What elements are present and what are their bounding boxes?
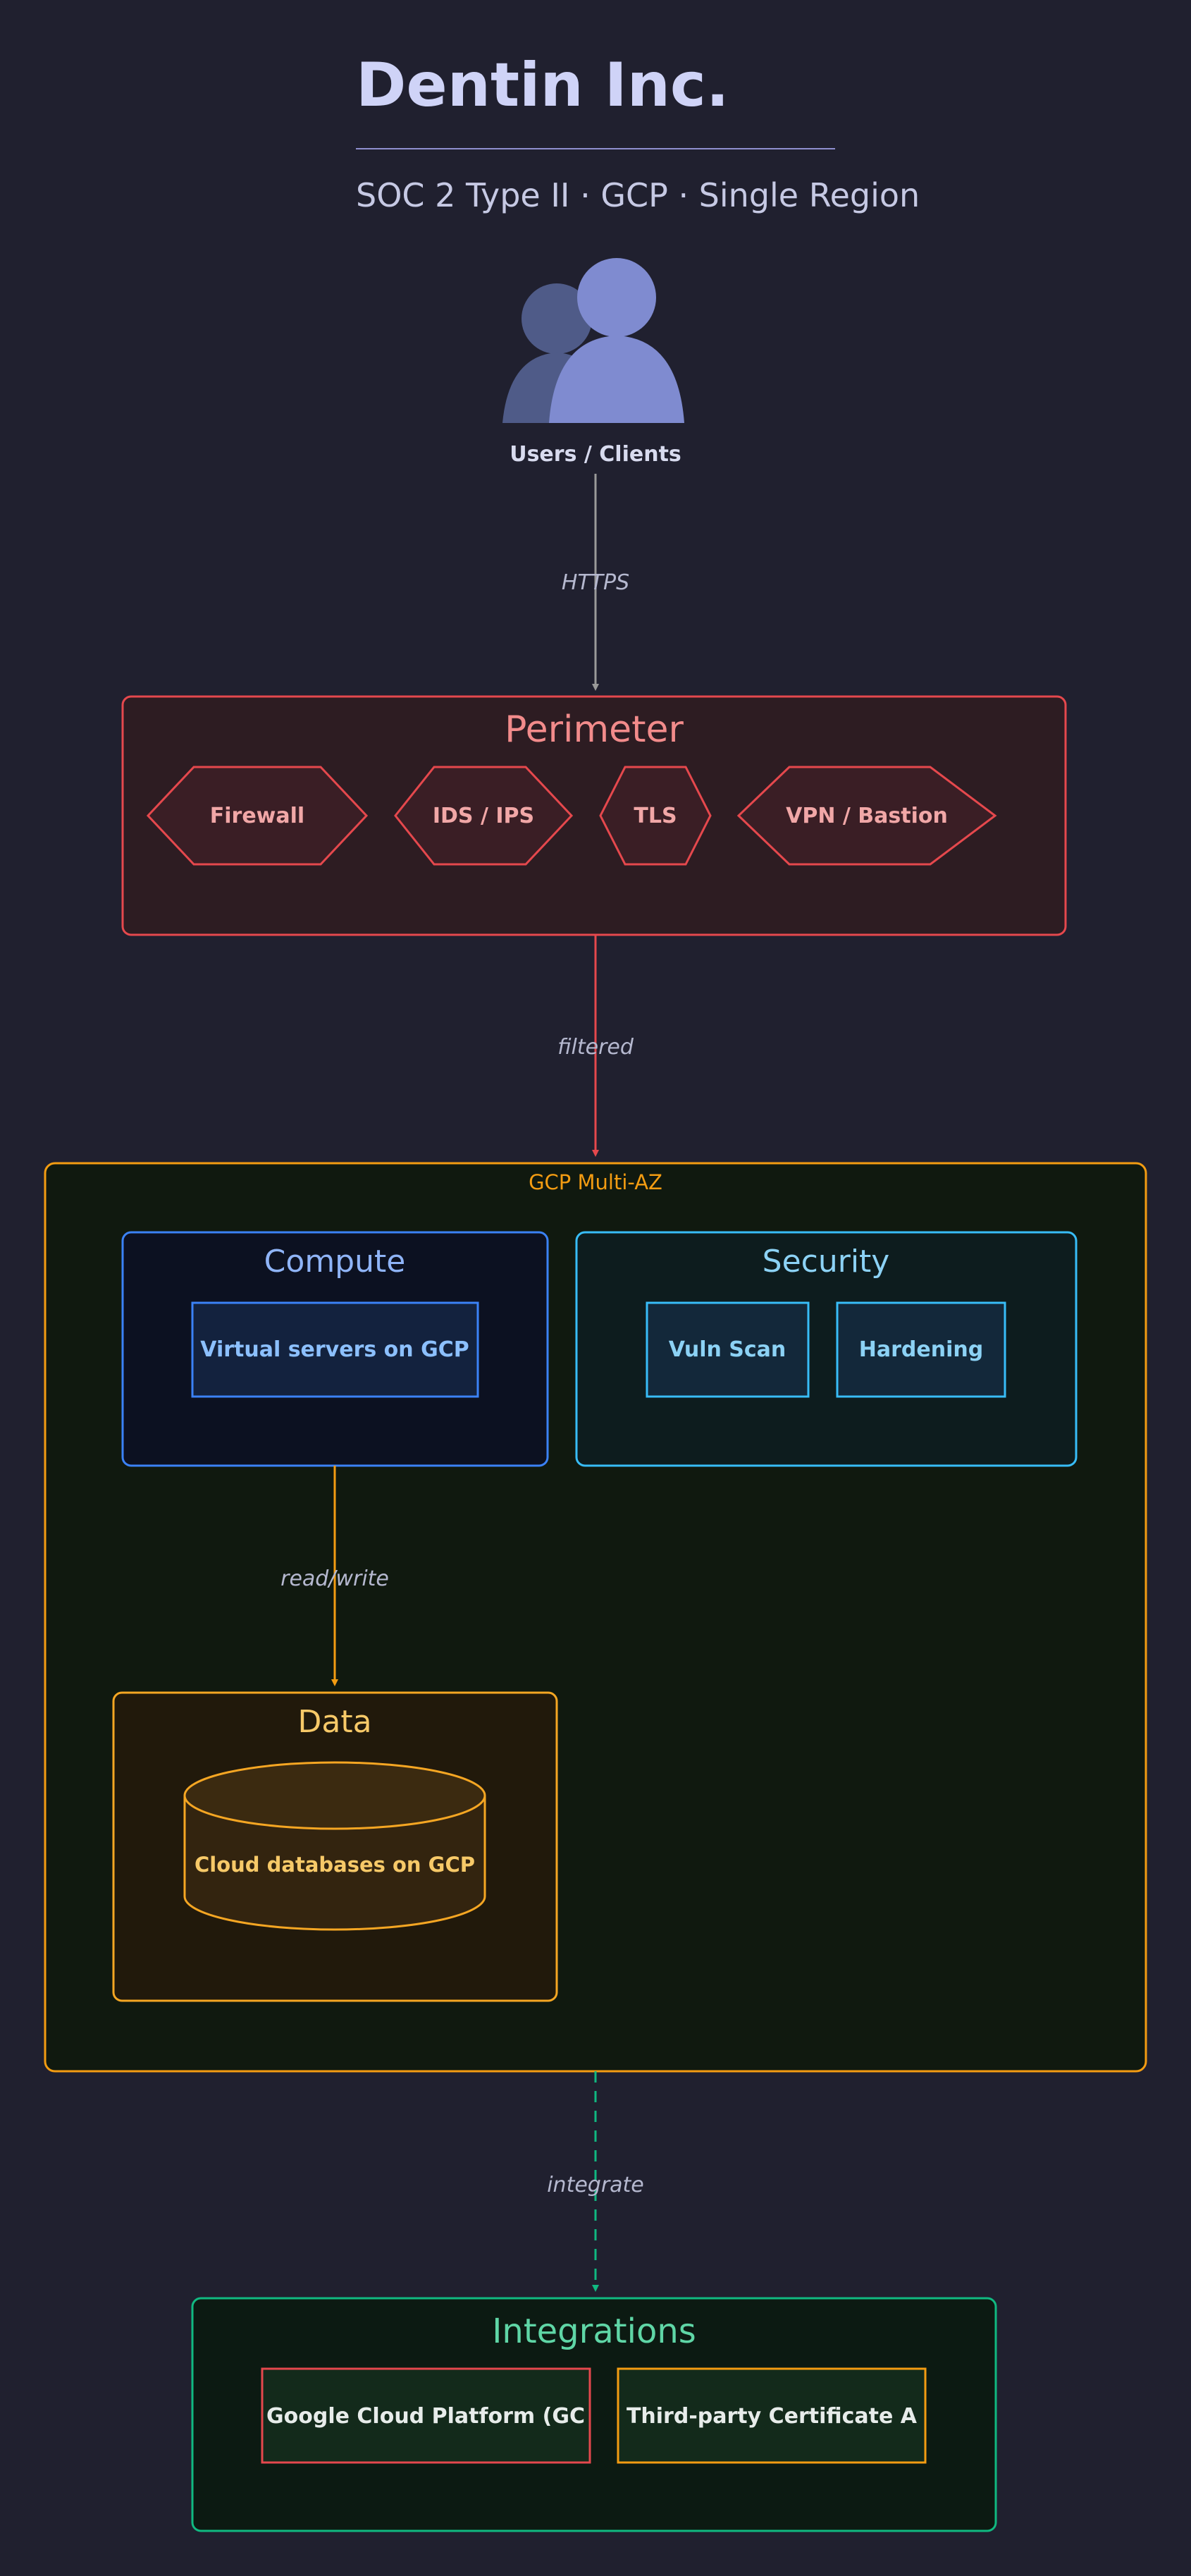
security-item-hardening: Hardening (836, 1301, 1006, 1398)
security-group (575, 1231, 1078, 1467)
svg-text:Cloud databases on GCP: Cloud databases on GCP (195, 1853, 475, 1877)
perimeter-item-firewall: Firewall (146, 766, 369, 866)
integrations-title: Integrations (492, 2312, 696, 2351)
perimeter-item-tls: TLS (599, 766, 712, 866)
security-title: Security (763, 1244, 890, 1280)
edge-label-integrate: integrate (547, 2173, 644, 2197)
svg-text:IDS / IPS: IDS / IPS (433, 804, 534, 828)
integrations-zone (191, 2297, 997, 2532)
perimeter-item-ids-ips: IDS / IPS (394, 766, 574, 866)
compute-title: Compute (264, 1244, 406, 1280)
svg-text:Vuln Scan: Vuln Scan (669, 1337, 786, 1362)
page-title: Dentin Inc. (356, 50, 729, 121)
svg-text:Hardening: Hardening (859, 1337, 983, 1362)
integration-item-certificate: Third-party Certificate A (617, 2367, 927, 2464)
security-item-vuln-scan: Vuln Scan (646, 1301, 810, 1398)
integration-item-gcp: Google Cloud Platform (GC (261, 2367, 591, 2464)
users-icon (502, 258, 684, 423)
edge-label-filtered: filtered (557, 1035, 634, 1060)
users-label: Users / Clients (510, 442, 681, 467)
edge-label-https: HTTPS (562, 570, 629, 595)
edge-label-read-write: read/write (280, 1566, 389, 1591)
perimeter-zone (121, 695, 1067, 936)
page-subtitle: SOC 2 Type II · GCP · Single Region (356, 176, 920, 214)
svg-text:Firewall: Firewall (210, 804, 304, 828)
svg-text:Virtual servers on GCP: Virtual servers on GCP (200, 1337, 469, 1362)
database-cylinder: Cloud databases on GCP (183, 1761, 486, 1931)
svg-text:Google Cloud Platform (GC: Google Cloud Platform (GC (266, 2404, 585, 2429)
compute-item-virtual-servers: Virtual servers on GCP (191, 1301, 479, 1398)
svg-text:TLS: TLS (634, 804, 677, 828)
svg-text:VPN / Bastion: VPN / Bastion (786, 804, 948, 828)
perimeter-item-vpn-bastion: VPN / Bastion (736, 766, 997, 866)
data-title: Data (297, 1704, 371, 1740)
perimeter-title: Perimeter (505, 709, 684, 751)
svg-text:Third-party Certificate A: Third-party Certificate A (627, 2404, 918, 2429)
cloud-label: GCP Multi-AZ (529, 1170, 662, 1194)
